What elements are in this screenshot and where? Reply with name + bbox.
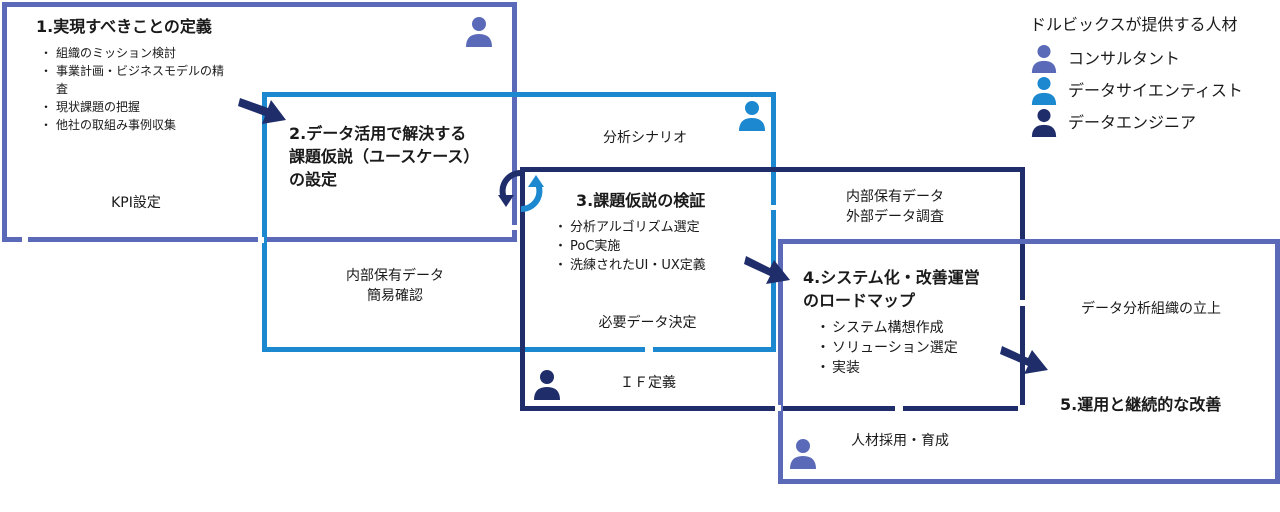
step1-bullets: 組織のミッション検討 事業計画・ビジネスモデルの精査 現状課題の把握 他社の取組…	[40, 44, 232, 134]
step1-title: 1.実現すべきことの定義	[36, 17, 212, 36]
step1-bullet: 他社の取組み事例収集	[40, 116, 232, 134]
legend-item-data-engineer: データエンジニア	[1030, 108, 1196, 138]
step1-bullet: 組織のミッション検討	[40, 44, 232, 62]
step4-bullet: ソリューション選定	[816, 338, 1008, 358]
step2-bottom-label: 内部保有データ 簡易確認	[346, 268, 444, 304]
step5-top-label: データ分析組織の立上	[1081, 301, 1221, 317]
step4-bullet: 実装	[816, 358, 1008, 378]
step2-frame	[262, 92, 776, 352]
frame-gap	[1018, 405, 1027, 411]
person-icon	[1031, 109, 1057, 137]
step3-bullet: 洗練されたUI・UX定義	[554, 256, 756, 275]
step3-bullet: 分析アルゴリズム選定	[554, 218, 756, 237]
frame-gap	[895, 405, 903, 413]
step1-bullet: 現状課題の把握	[40, 98, 232, 116]
step2-title-line: の設定	[289, 170, 338, 189]
person-icon	[1031, 77, 1057, 105]
step3-top-label: 内部保有データ 外部データ調査	[846, 189, 944, 225]
step3-bullets: 分析アルゴリズム選定 PoC実施 洗練されたUI・UX定義	[554, 218, 756, 275]
step2-title-line: 2.データ活用で解決する	[289, 124, 467, 143]
step1-bottom-label: KPI設定	[111, 195, 161, 211]
step4-bottom-label: 人材採用・育成	[851, 433, 949, 449]
frame-gap	[645, 346, 653, 354]
legend-title: ドルビックスが提供する人材	[1030, 15, 1238, 34]
step3-bottom-label: ＩＦ定義	[620, 375, 676, 391]
step1-bullet: 事業計画・ビジネスモデルの精査	[40, 62, 232, 98]
person-icon	[790, 439, 816, 469]
step4-title-line: のロードマップ	[803, 291, 916, 310]
person-icon	[534, 370, 560, 400]
step3-inner-label: 必要データ決定	[598, 315, 697, 331]
step4-bullet: システム構想作成	[816, 318, 1008, 338]
step3-frame	[520, 167, 1025, 411]
step4-frame	[778, 239, 1280, 484]
legend-item-data-scientist: データサイエンティスト	[1030, 76, 1243, 106]
arrow-right-down-icon	[1000, 346, 1048, 374]
frame-gap	[22, 237, 28, 243]
frame-gap	[775, 405, 781, 411]
frame-gap	[258, 237, 264, 243]
step2-title-line: 課題仮説（ユースケース）	[289, 147, 480, 166]
cycle-icon	[498, 169, 544, 213]
step4-title-line: 4.システム化・改善運営	[803, 268, 980, 287]
step2-title: 2.データ活用で解決する 課題仮説（ユースケース） の設定	[289, 122, 479, 191]
person-icon	[1031, 45, 1057, 73]
arrow-right-down-icon	[238, 98, 286, 124]
frame-gap	[1018, 300, 1027, 306]
frame-gap	[510, 258, 520, 263]
frame-gap	[510, 225, 520, 230]
legend-item-label: データエンジニア	[1068, 113, 1197, 132]
legend-item-consultant: コンサルタント	[1030, 44, 1180, 74]
person-icon	[466, 17, 492, 47]
step3-bullet: PoC実施	[554, 237, 756, 256]
step5-title: 5.運用と継続的な改善	[1060, 395, 1222, 414]
frame-gap	[770, 205, 780, 210]
step4-title: 4.システム化・改善運営 のロードマップ	[803, 266, 980, 312]
person-icon	[739, 101, 765, 131]
step4-bullets: システム構想作成 ソリューション選定 実装	[816, 318, 1008, 378]
legend-item-label: コンサルタント	[1068, 49, 1181, 68]
legend-item-label: データサイエンティスト	[1068, 81, 1243, 100]
step2-top-label: 分析シナリオ	[603, 130, 687, 146]
step3-title: 3.課題仮説の検証	[576, 191, 706, 210]
